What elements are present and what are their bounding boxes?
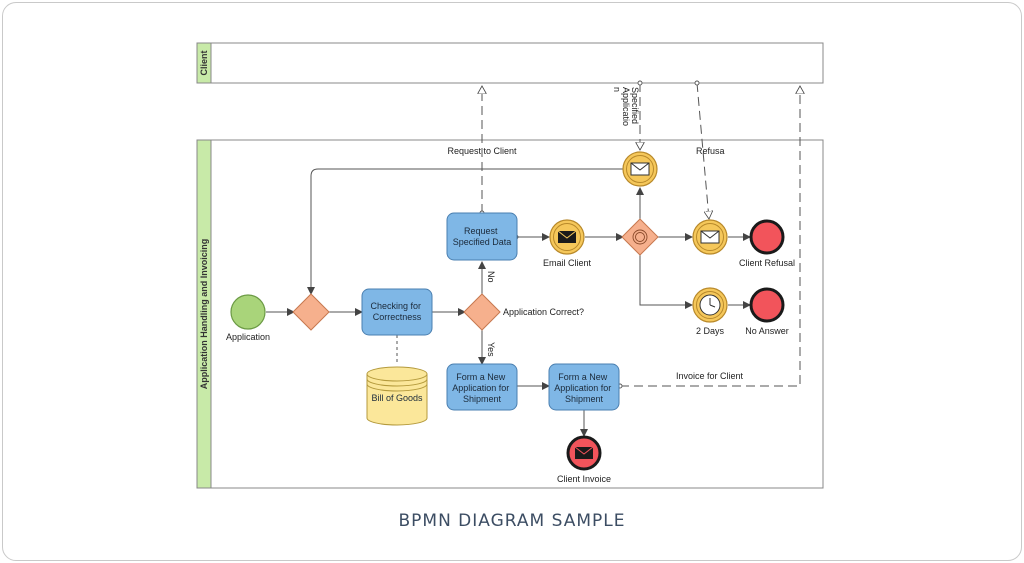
task-checking-line1: Checking for xyxy=(370,301,421,311)
task-request-specified-data[interactable]: Request Specified Data xyxy=(446,212,518,261)
event-timer-2-days[interactable] xyxy=(692,287,728,323)
flow-label-yes: Yes xyxy=(486,342,496,357)
gateway-application-correct-label: Application Correct? xyxy=(503,307,584,317)
task-request-line2: Specified Data xyxy=(453,237,512,247)
task-form2-line2: Application for xyxy=(554,383,611,393)
svg-text:Applicatio: Applicatio xyxy=(621,87,631,126)
event-based-gateway[interactable] xyxy=(621,218,659,256)
data-store-bill-of-goods[interactable]: Bill of Goods xyxy=(366,366,428,426)
task-checking-line2: Correctness xyxy=(373,312,422,322)
start-event-label: Application xyxy=(226,332,270,342)
end-event-client-invoice-label: Client Invoice xyxy=(557,474,611,484)
svg-text:Form a New Application f: Form a New Application for Shipment xyxy=(554,372,614,404)
message-flows xyxy=(482,82,800,387)
task-form2-line1: Form a New xyxy=(558,372,608,382)
event-catch-specified-application[interactable] xyxy=(622,151,658,187)
task-form2-line3: Shipment xyxy=(565,394,604,404)
flow-label-invoice-for-client: Invoice for Client xyxy=(676,371,744,381)
clock-icon xyxy=(699,294,721,316)
gateway-application-correct[interactable] xyxy=(463,293,501,331)
event-email-client[interactable] xyxy=(549,219,585,255)
merge-gateway[interactable] xyxy=(292,293,330,331)
start-event-application[interactable] xyxy=(230,294,266,330)
flow-label-no: No xyxy=(486,271,496,283)
envelope-icon xyxy=(630,162,650,176)
event-email-client-label: Email Client xyxy=(543,258,592,268)
event-catch-refusal[interactable] xyxy=(692,219,728,255)
svg-text:Request Specified Data: Request Specified Data xyxy=(453,226,512,247)
end-event-client-invoice[interactable] xyxy=(566,435,602,471)
task-form1-line2: Application for xyxy=(452,383,509,393)
svg-text:Specified: Specified xyxy=(630,87,640,124)
task-request-line1: Request xyxy=(464,226,498,236)
end-event-client-refusal[interactable] xyxy=(749,219,785,255)
data-store-label: Bill of Goods xyxy=(371,393,423,403)
task-form-new-application-1[interactable]: Form a New Application for Shipment xyxy=(446,363,518,411)
svg-text:Form a New Application f: Form a New Application for Shipment xyxy=(452,372,512,404)
diagram-caption: BPMN DIAGRAM SAMPLE xyxy=(398,511,626,531)
svg-text:n: n xyxy=(612,87,622,92)
end-event-client-refusal-label: Client Refusal xyxy=(739,258,795,268)
end-event-no-answer[interactable] xyxy=(749,287,785,323)
flow-label-specified-application: Specified Applicatio n xyxy=(612,87,640,126)
envelope-icon xyxy=(700,230,720,244)
task-form1-line1: Form a New xyxy=(456,372,506,382)
envelope-filled-icon xyxy=(557,230,577,243)
client-pool: Client xyxy=(196,42,824,84)
flow-label-request-to-client: Request to Client xyxy=(447,146,517,156)
sequence-flows xyxy=(266,168,751,437)
task-checking-correctness[interactable]: Checking for Correctness xyxy=(361,288,433,336)
event-timer-label: 2 Days xyxy=(696,326,725,336)
task-form-new-application-2[interactable]: Form a New Application for Shipment xyxy=(548,363,620,411)
flow-label-refusal: Refusa xyxy=(696,146,725,156)
svg-text:Checking for Correctness: Checking for Correctness xyxy=(370,301,423,322)
end-event-no-answer-label: No Answer xyxy=(745,326,789,336)
client-lane-title: Client xyxy=(199,50,209,75)
process-lane-title: Application Handling and Invoicing xyxy=(199,239,209,390)
envelope-filled-icon xyxy=(574,446,594,459)
task-form1-line3: Shipment xyxy=(463,394,502,404)
